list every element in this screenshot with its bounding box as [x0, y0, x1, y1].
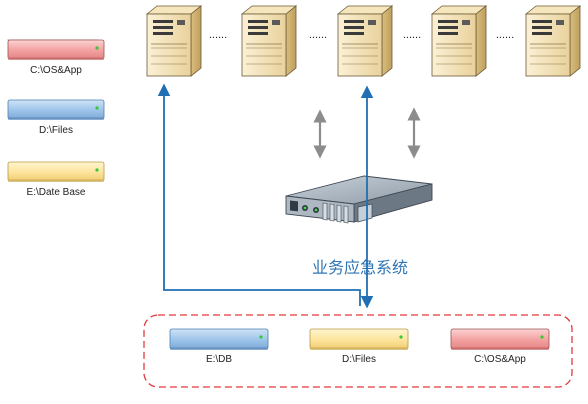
- legend-item-files: D:\Files: [7, 99, 105, 136]
- legend: C:\OS&App D:\Files E:\Date Base: [7, 39, 105, 198]
- disk-drive-icon: [7, 99, 105, 120]
- backup-disk-label-os-app: C:\OS&App: [474, 354, 526, 365]
- emergency-system-label: 业务应急系统: [312, 258, 408, 277]
- disk-drive-icon: [450, 328, 550, 350]
- server-ellipsis: ......: [496, 29, 514, 41]
- server-ellipsis: ......: [309, 29, 327, 41]
- backup-disk-os-app: C:\OS&App: [450, 328, 550, 365]
- flow-arrows: [157, 83, 374, 309]
- legend-label-files: D:\Files: [39, 125, 73, 136]
- backup-disk-files: D:\Files: [309, 328, 409, 365]
- legend-item-database: E:\Date Base: [7, 161, 105, 198]
- tower-servers: [145, 5, 582, 77]
- backup-disk-label-files: D:\Files: [342, 354, 376, 365]
- backup-storage-area: E:\DB D:\Files C:\OS&App: [143, 314, 573, 388]
- tower-server-icon: [336, 5, 394, 77]
- server-row: ...... ...... ...... ......: [145, 5, 582, 77]
- disk-drive-icon: [7, 161, 105, 182]
- tower-server-icon: [240, 5, 298, 77]
- disk-drive-icon: [309, 328, 409, 350]
- server-ellipsis: ......: [209, 29, 227, 41]
- disk-drive-icon: [169, 328, 269, 350]
- backup-disk-db: E:\DB: [169, 328, 269, 365]
- legend-label-database: E:\Date Base: [27, 187, 86, 198]
- legend-label-os-app: C:\OS&App: [30, 65, 82, 76]
- legend-item-os-app: C:\OS&App: [7, 39, 105, 76]
- disk-drive-icon: [7, 39, 105, 60]
- restore-flow-arrow: [157, 83, 361, 306]
- tower-server-icon: [430, 5, 488, 77]
- server-ellipsis: ......: [403, 29, 421, 41]
- sync-arrows: [313, 107, 421, 159]
- backup-disk-label-db: E:\DB: [206, 354, 232, 365]
- rack-server-icon: [285, 175, 433, 224]
- tower-server-icon: [145, 5, 203, 77]
- tower-server-icon: [524, 5, 582, 77]
- backup-area-border: [143, 314, 573, 388]
